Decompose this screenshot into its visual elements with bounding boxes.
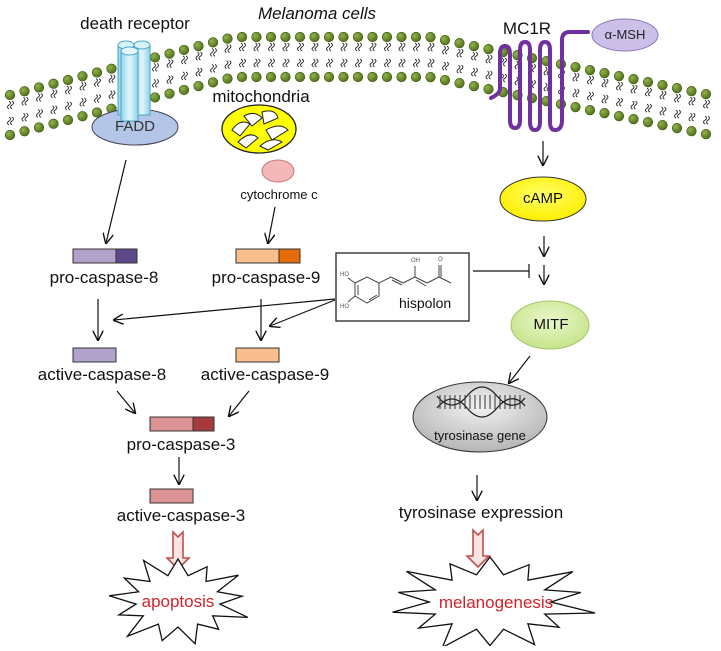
arrows <box>98 141 544 500</box>
phospholipid <box>700 89 712 140</box>
phospholipid <box>280 31 291 83</box>
cytochrome-c-icon <box>261 159 295 183</box>
phospholipid <box>106 63 117 114</box>
arrow-cytc-to-procasp9 <box>268 206 276 243</box>
phospholipid <box>483 44 494 95</box>
phospholipid <box>628 74 639 125</box>
camp-label: cAMP <box>522 190 564 207</box>
phospholipid <box>164 48 175 99</box>
phospholipid <box>454 38 465 89</box>
phospholipid <box>367 31 378 83</box>
atom-label-ho-2: HO <box>340 304 349 310</box>
mc1r-receptor-icon <box>489 30 590 132</box>
pro-caspase-8-label: pro-caspase-8 <box>49 268 159 287</box>
phospholipid <box>570 62 581 113</box>
phospholipid <box>584 65 596 116</box>
cytochrome-c-label: cytochrome c <box>240 187 318 202</box>
phospholipid <box>294 31 306 83</box>
dna-helix-icon <box>436 386 526 418</box>
phospholipid <box>410 31 422 83</box>
phospholipid <box>396 31 407 83</box>
death-receptor-icon <box>91 40 179 146</box>
active-caspase-8-label: active-caspase-8 <box>37 365 167 384</box>
phospholipid <box>686 86 697 137</box>
arrow-mitf-to-gene <box>509 355 531 383</box>
apoptosis-label: apoptosis <box>141 592 215 611</box>
phospholipid <box>222 33 233 84</box>
melanogenesis-label: melanogenesis <box>438 593 554 612</box>
fadd-label: FADD <box>114 118 156 135</box>
arrow-hispolon-to-active9 <box>270 299 336 326</box>
atom-label-o: O <box>438 257 443 263</box>
tyrosinase-gene-label: tyrosinase gene <box>434 428 526 443</box>
phospholipid <box>613 71 625 122</box>
phospholipid <box>425 32 436 83</box>
phospholipid <box>4 89 16 141</box>
phospholipid <box>62 74 74 126</box>
mitf-node <box>510 300 590 350</box>
phospholipid <box>381 31 393 83</box>
mitf-label: MITF <box>533 316 569 333</box>
phospholipid <box>265 31 277 83</box>
atom-label-ho-1: HO <box>340 272 349 278</box>
camp-node <box>499 176 587 222</box>
phospholipid <box>642 77 654 128</box>
active-caspase-3-bar <box>149 488 194 504</box>
phospholipid <box>323 31 335 83</box>
phospholipid <box>309 31 320 83</box>
phospholipid <box>193 41 204 92</box>
phospholipid <box>178 44 190 96</box>
phospholipid <box>207 37 219 88</box>
phospholipid <box>236 31 248 83</box>
phospholipid <box>439 35 451 86</box>
phospholipid <box>338 31 349 83</box>
tyrosinase-expression-label: tyrosinase expression <box>398 503 564 522</box>
phospholipid <box>77 71 88 122</box>
arrow-active8-to-procasp3 <box>116 390 135 413</box>
death-receptor-label: death receptor <box>80 14 190 33</box>
phospholipid <box>352 31 364 83</box>
pro-caspase-3-bar <box>149 416 215 432</box>
hispolon-structure-icon <box>347 265 452 304</box>
active-caspase-8-bar <box>72 347 117 363</box>
hispolon-label: hispolon <box>399 295 452 311</box>
hollow-arrow-melanogenesis <box>465 528 491 569</box>
pro-caspase-9-bar <box>235 248 301 264</box>
atom-label-oh: OH <box>411 258 420 264</box>
phospholipid <box>19 86 30 137</box>
mitochondria-label: mitochondria <box>212 87 310 106</box>
arrow-active9-to-procasp3 <box>229 390 250 416</box>
pro-caspase-8-bar <box>72 248 138 264</box>
active-caspase-9-bar <box>235 347 280 363</box>
mitochondria-icon <box>221 104 297 154</box>
alpha-msh-label: α-MSH <box>604 27 646 42</box>
pro-caspase-9-label: pro-caspase-9 <box>211 268 321 287</box>
phospholipid <box>149 52 161 103</box>
arrow-fadd-to-procasp8 <box>106 159 127 243</box>
alpha-msh-ligand <box>591 18 659 52</box>
phospholipid <box>33 82 45 133</box>
mc1r-label: MC1R <box>502 19 552 38</box>
apoptosis-starburst <box>108 557 249 646</box>
diagram-title: Melanoma cells <box>257 4 377 23</box>
arrow-hispolon-to-active8 <box>114 298 336 320</box>
phospholipid <box>671 83 683 134</box>
phospholipid <box>48 78 59 129</box>
active-caspase-3-label: active-caspase-3 <box>116 506 246 525</box>
active-caspase-9-label: active-caspase-9 <box>200 365 330 384</box>
phospholipid <box>251 31 262 83</box>
hollow-arrow-apoptosis <box>165 530 191 571</box>
phospholipid <box>468 41 480 92</box>
phospholipid <box>657 80 668 131</box>
phospholipid <box>91 67 103 118</box>
pro-caspase-3-label: pro-caspase-3 <box>126 435 236 454</box>
phospholipid <box>599 68 610 119</box>
